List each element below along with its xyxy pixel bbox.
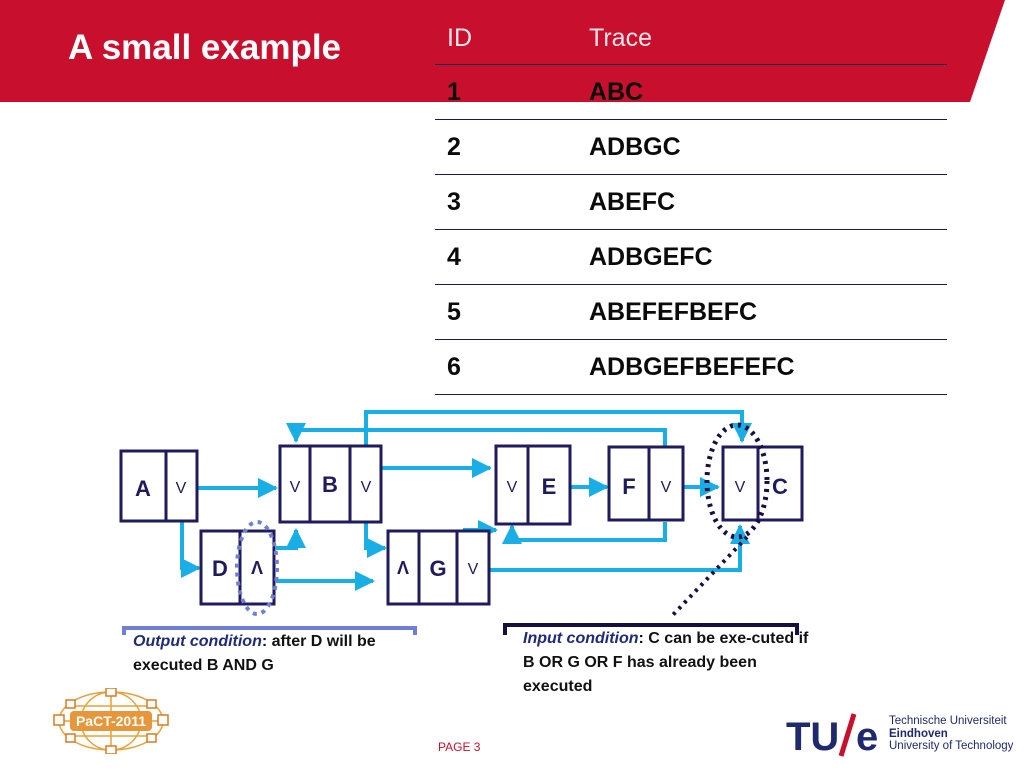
cell-trace: ABEFEFBEFC — [577, 284, 947, 340]
label-d-and: Λ — [251, 558, 263, 578]
cell-trace: ADBGC — [577, 119, 947, 175]
cell-trace: ABEFC — [577, 174, 947, 230]
cell-id: 4 — [435, 229, 577, 285]
pact-2011-logo: PaCT-2011 — [53, 688, 169, 754]
cell-id: 3 — [435, 174, 577, 230]
arc-b-g — [364, 522, 387, 558]
label-c: C — [772, 474, 788, 499]
arc-d-b — [276, 528, 306, 550]
input-note-bracket — [503, 623, 799, 635]
box-g-or-split — [455, 529, 491, 606]
cell-id: 1 — [435, 64, 577, 120]
label-b-or-split: V — [361, 479, 372, 496]
box-d — [199, 529, 242, 606]
label-f: F — [622, 474, 635, 499]
input-condition-term: Input condition — [523, 630, 639, 647]
box-a — [119, 449, 168, 523]
label-b: B — [322, 472, 338, 497]
tue-mark-e: e — [856, 715, 878, 758]
box-g-and-join — [386, 529, 421, 606]
pact-logo-text: PaCT-2011 — [76, 713, 146, 729]
cell-id: 5 — [435, 284, 577, 340]
label-e-or: V — [507, 479, 518, 496]
process-diagram: A V V B V V E F V V C D Λ Λ G V — [119, 410, 804, 635]
cell-trace: ADBGEFC — [577, 229, 947, 285]
label-g-and: Λ — [397, 558, 409, 578]
arc-b-c — [364, 410, 752, 445]
tue-text-line-3: University of Technology — [889, 740, 1014, 752]
output-condition-term: Output condition — [133, 633, 262, 650]
label-f-or: V — [661, 479, 672, 496]
box-a-or-split — [164, 449, 199, 523]
label-a-or: V — [176, 480, 187, 497]
arc-f-e — [502, 522, 667, 544]
box-d-and-split — [238, 529, 276, 606]
arc-a-d — [180, 522, 201, 578]
table-header-row: ID Trace — [435, 12, 947, 65]
label-a: A — [135, 476, 151, 501]
label-c-or: V — [735, 479, 746, 496]
tue-mark-tu: TU — [786, 715, 839, 758]
input-condition-highlight — [704, 422, 770, 540]
cell-id: 2 — [435, 119, 577, 175]
slide-title: A small example — [68, 28, 342, 67]
output-condition-highlight — [235, 520, 279, 616]
input-condition-pointer — [668, 535, 749, 620]
box-g — [417, 529, 459, 606]
column-header-trace: Trace — [577, 12, 947, 65]
column-header-id: ID — [435, 12, 577, 65]
arc-e-b-loop — [286, 423, 667, 447]
label-b-or-join: V — [290, 479, 301, 496]
tue-mark: TU e — [786, 713, 878, 758]
cell-trace: ABC — [577, 64, 947, 120]
tue-text: Technische Universiteit Eindhoven Univer… — [889, 715, 1013, 753]
cell-id: 6 — [435, 339, 577, 395]
cell-trace: ADBGEFBEFEFC — [577, 339, 947, 395]
input-condition-note: Input condition: C can be exe-cuted if B… — [523, 627, 823, 699]
output-condition-text: : after D will be executed B AND G — [133, 633, 376, 674]
output-note-bracket — [122, 626, 417, 635]
tue-text-line-2: Eindhoven — [889, 727, 948, 740]
label-e: E — [542, 474, 557, 499]
box-f-or-split — [647, 445, 685, 522]
box-e — [526, 444, 572, 526]
input-condition-text: : C can be exe-cuted if B OR G OR F has … — [523, 630, 809, 695]
box-b-or-split — [348, 444, 383, 524]
label-d: D — [212, 556, 228, 581]
label-g: G — [429, 556, 446, 581]
arc-g-c — [490, 524, 750, 572]
label-g-or: V — [468, 561, 479, 578]
output-condition-note: Output condition: after D will be execut… — [133, 630, 423, 678]
tue-text-line-1: Technische Universiteit — [889, 715, 1007, 727]
tue-logo: TU e Technische Universiteit Eindhoven U… — [786, 712, 1020, 758]
page-number: PAGE 3 — [438, 740, 481, 754]
